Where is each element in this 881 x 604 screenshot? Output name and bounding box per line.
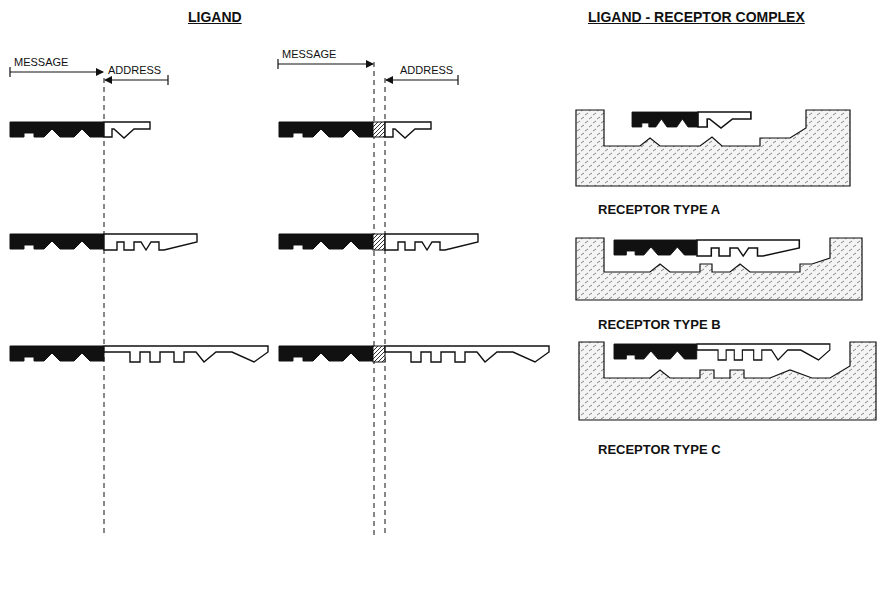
receptor-label: RECEPTOR TYPE A bbox=[598, 203, 720, 217]
region-label: MESSAGE bbox=[14, 56, 68, 68]
receptor-label: RECEPTOR TYPE B bbox=[598, 318, 721, 332]
region-label: MESSAGE bbox=[282, 48, 336, 60]
region-label: ADDRESS bbox=[108, 64, 161, 76]
receptor-label: RECEPTOR TYPE C bbox=[598, 443, 721, 457]
column-heading: LIGAND bbox=[188, 10, 242, 25]
region-label: ADDRESS bbox=[400, 64, 453, 76]
column-heading: LIGAND - RECEPTOR COMPLEX bbox=[588, 10, 805, 25]
